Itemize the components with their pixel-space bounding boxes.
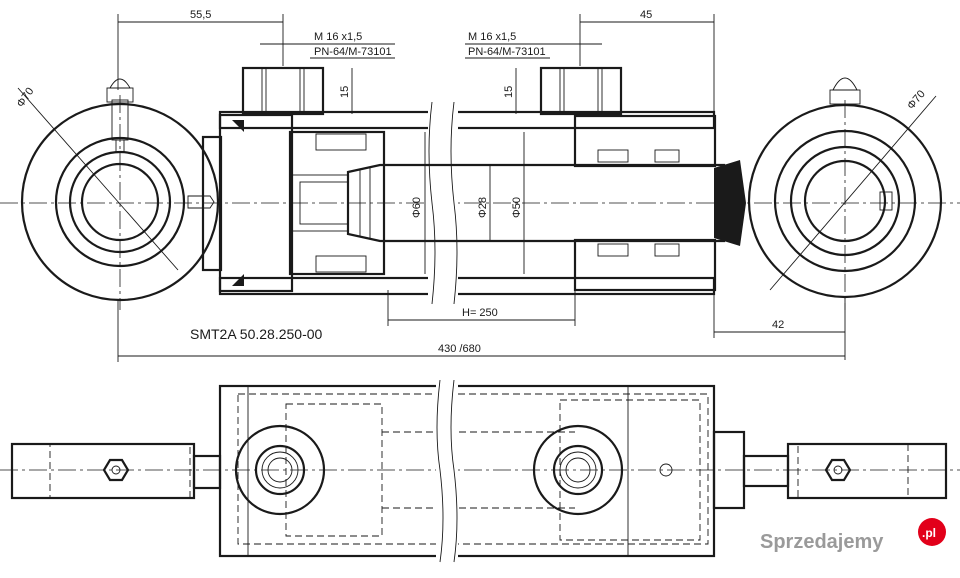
port-thread-right-label: M 16 x1,5 (468, 31, 516, 43)
section-view: Φ70 (0, 9, 960, 362)
bottom-dimensions: H= 250 42 430 /680 (117, 290, 846, 362)
bore-50-label: Φ50 (511, 197, 523, 218)
plan-right-nipple-icon (824, 458, 852, 482)
diameter-dims: Φ60 Φ28 Φ50 (411, 132, 525, 274)
port-spec-left-label: PN-64/M-73101 (314, 46, 392, 58)
barrel-break (428, 100, 458, 306)
piston (288, 130, 386, 276)
plan-left-nipple-icon (102, 458, 130, 482)
part-code: SMT2A 50.28.250-00 (190, 326, 323, 342)
right-eye-dim-line (769, 95, 937, 291)
watermark: Sprzedajemy .pl (760, 518, 946, 553)
overall-length-label: 430 /680 (438, 343, 481, 355)
rod-28-label: Φ28 (477, 197, 489, 218)
plan-port-left (234, 424, 326, 516)
bore-60-label: Φ60 (411, 197, 423, 218)
port-depth-right-label: 15 (503, 86, 515, 98)
plan-cylinder-body (218, 384, 716, 558)
plan-left-lug (10, 442, 196, 500)
watermark-badge-icon (918, 518, 946, 546)
gland (573, 114, 717, 292)
left-eye-diameter-label: Φ70 (15, 86, 37, 110)
stroke-label: H= 250 (462, 307, 498, 319)
port-right (539, 66, 623, 116)
left-offset-label: 55,5 (190, 9, 211, 21)
watermark-site-name: Sprzedajemy (760, 531, 884, 553)
plan-port-right (532, 424, 624, 516)
left-eye-dim-line (17, 87, 179, 271)
port-left (241, 66, 325, 116)
port-thread-left-label: M 16 x1,5 (314, 31, 362, 43)
plan-right-lug (786, 442, 948, 500)
left-eye (20, 78, 220, 310)
plan-view (0, 378, 960, 564)
port-spec-right-label: PN-64/M-73101 (468, 46, 546, 58)
top-dimensions: 55,5 45 M 16 x1,5 PN-64/M-73101 M 16 x1,… (117, 9, 715, 114)
rod-end (714, 77, 943, 310)
watermark-tld: .pl (922, 526, 936, 540)
right-offset-label: 45 (640, 9, 652, 21)
rod-end-label: 42 (772, 319, 784, 331)
right-eye-diameter-label: Φ70 (905, 88, 928, 112)
port-depth-left-label: 15 (339, 86, 351, 98)
